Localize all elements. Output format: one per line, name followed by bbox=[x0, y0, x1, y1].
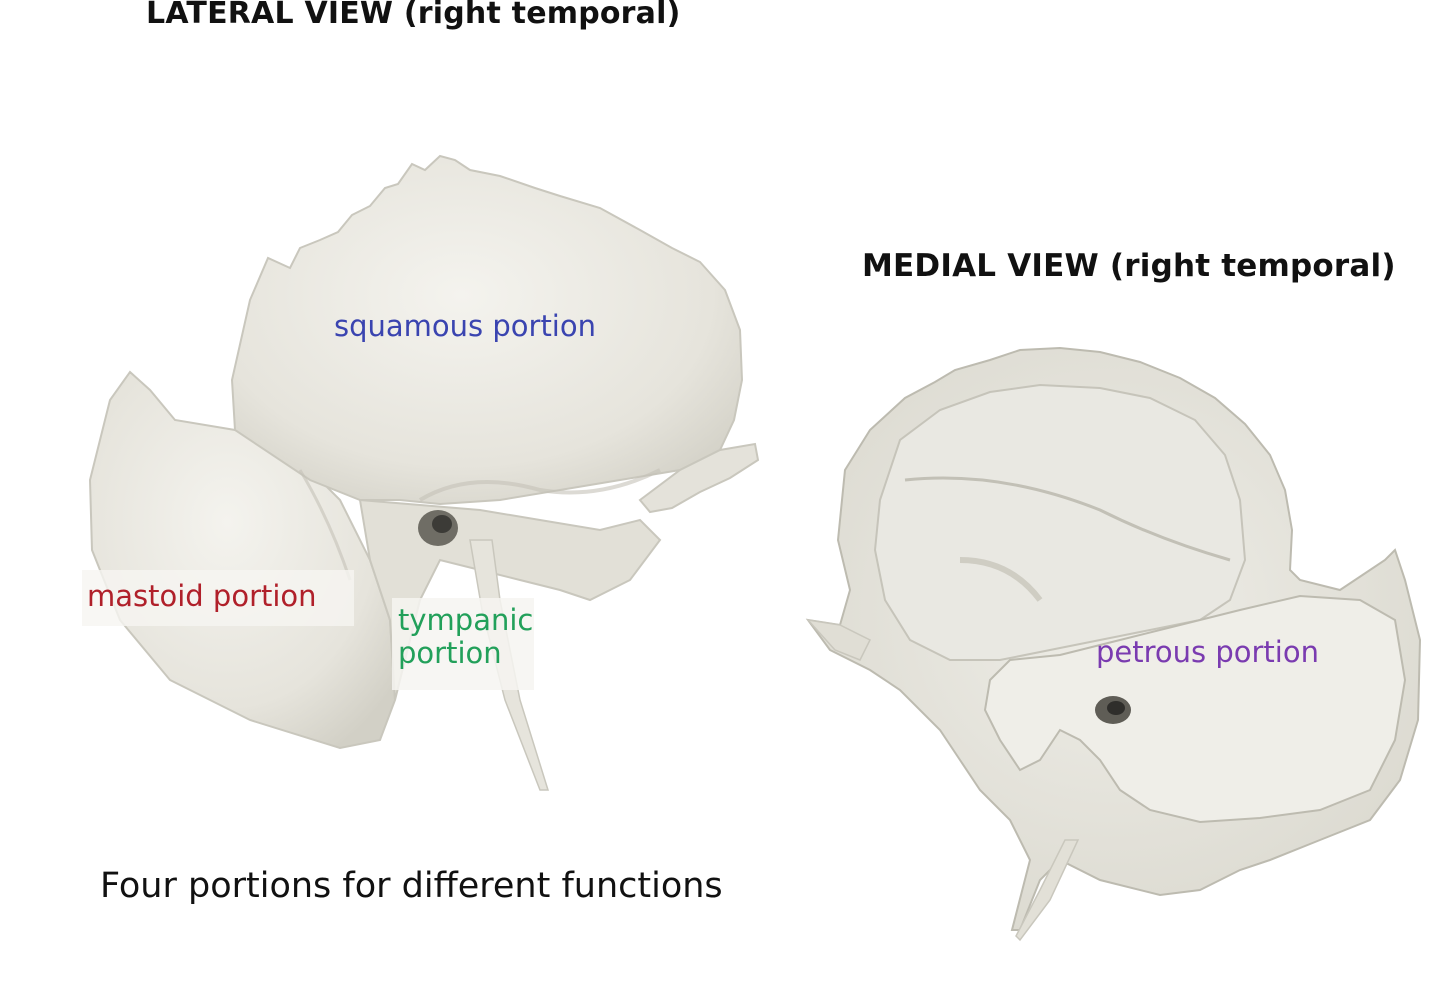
petrous-portion-label: petrous portion bbox=[1096, 635, 1319, 669]
tympanic-label-line-2: portion bbox=[398, 636, 502, 671]
mastoid-portion-label: mastoid portion bbox=[87, 579, 317, 613]
medial-view-bone bbox=[805, 346, 1422, 942]
mastoid-label-bg bbox=[82, 570, 354, 626]
squamous-portion-label: squamous portion bbox=[334, 309, 596, 343]
tympanic-portion-label: tympanic portion bbox=[398, 603, 534, 671]
medial-inner-surface bbox=[873, 383, 1247, 661]
petrous-ridge bbox=[983, 594, 1407, 824]
lateral-view-bone bbox=[88, 154, 760, 791]
tympanic-label-line-1: tympanic bbox=[398, 603, 534, 637]
tympanic-label-bg bbox=[392, 598, 534, 690]
medial-view-title: MEDIAL VIEW (right temporal) bbox=[862, 248, 1396, 284]
squamous-plate bbox=[230, 154, 744, 506]
zygomatic-process bbox=[638, 442, 760, 514]
ear-region bbox=[358, 498, 662, 701]
lateral-view-title: LATERAL VIEW (right temporal) bbox=[146, 0, 681, 31]
caption: Four portions for different functions bbox=[100, 866, 723, 906]
